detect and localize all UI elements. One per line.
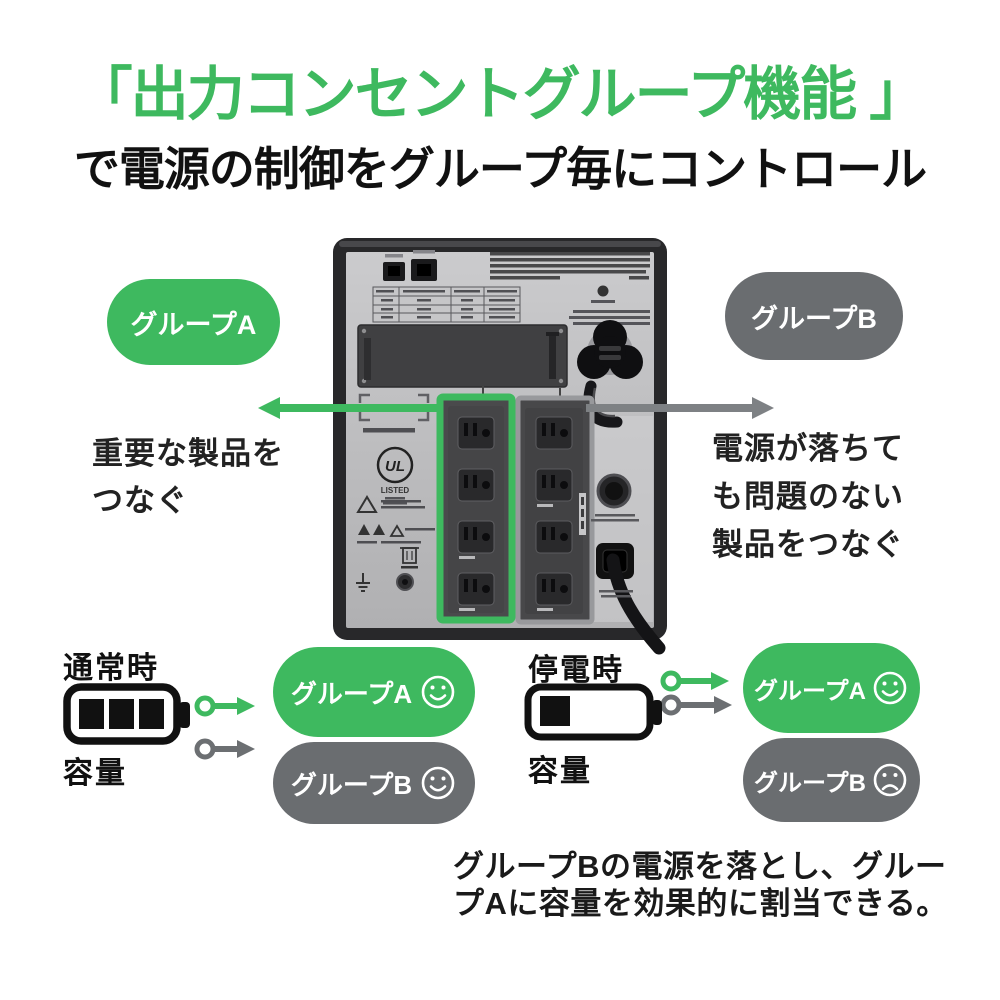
ul-mark-text: UL: [385, 458, 405, 475]
outage-green-connector: [660, 670, 729, 692]
expansion-slot-cover: [357, 324, 568, 388]
outlet-icon: [535, 520, 573, 554]
normal-group-b-pill: グループB: [273, 742, 475, 824]
outlet-group-b-highlight: [515, 388, 595, 625]
circuit-breaker-button: [591, 473, 639, 522]
inlet-label-text: [599, 590, 633, 593]
battery-low-icon: [524, 683, 662, 741]
normal-group-b-label: グループB: [290, 769, 413, 800]
normal-group-a-pill: グループA: [273, 647, 475, 737]
happy-face-icon: [873, 671, 907, 705]
panel-label-text: [363, 428, 415, 433]
warning-triangle-icon: [356, 495, 425, 513]
normal-capacity-label: 容量: [63, 757, 127, 790]
ul-listed-mark: UL LISTED: [376, 446, 414, 505]
outage-gray-connector: [660, 694, 732, 716]
ups-top-bezel: [339, 241, 661, 247]
usb-port: [383, 254, 405, 281]
lift-arrows-icon: [357, 524, 435, 544]
outlet-icon: [535, 572, 573, 611]
outage-group-a-pill: グループA: [743, 643, 920, 733]
outlet-icon: [457, 572, 495, 611]
battery-full-icon: [63, 683, 190, 745]
outlet-icon: [535, 416, 573, 450]
title-subtitle: で電源の制御をグループ毎にコントロール: [73, 142, 927, 195]
ul-listed-text: LISTED: [381, 486, 410, 495]
outage-group-a-label: グループA: [754, 677, 866, 705]
normal-group-a-label: グループA: [290, 678, 413, 709]
ground-symbol-icon: [356, 573, 370, 592]
title-main: 「出力コンセントグループ機能 」: [74, 62, 928, 127]
outlet-icon: [535, 468, 573, 507]
outage-group-b-pill: グループB: [743, 738, 920, 822]
outlet-group-a-highlight: [436, 386, 516, 624]
bracket-marks: [358, 393, 430, 422]
happy-face-icon: [421, 766, 455, 800]
fine-print-block: [490, 252, 650, 280]
explanation-note: グループBの電源を落とし、グルー プAに容量を効果的に割当できる。: [453, 849, 948, 921]
serial-port: [411, 250, 437, 281]
normal-to-group-b-connector: [194, 738, 255, 760]
group-b-badge: グループB: [725, 272, 903, 360]
outlet-icon: [457, 416, 495, 450]
cable-clip: [577, 320, 643, 379]
group-a-caption: 重要な製品を つなぐ: [92, 436, 284, 518]
spec-table: [372, 286, 521, 323]
sad-face-icon: [873, 763, 907, 797]
weee-bin-icon: [400, 547, 419, 569]
ups-rear-panel-illustration: UL LISTED: [333, 238, 667, 655]
brand-logo-mark: [591, 285, 615, 303]
outlet-icon: [457, 520, 495, 559]
outage-scenario-title: 停電時: [528, 654, 624, 687]
outage-group-b-label: グループB: [754, 769, 866, 797]
happy-face-icon: [421, 675, 455, 709]
group-b-caption: 電源が落ちて も問題のない 製品をつなぐ: [712, 431, 904, 562]
normal-to-group-a-connector: [194, 695, 255, 717]
outlet-icon: [457, 468, 495, 502]
group-b-badge-label: グループB: [751, 303, 877, 334]
header: 「出力コンセントグループ機能 」 で電源の制御をグループ毎にコントロール: [0, 62, 1000, 199]
group-a-badge: グループA: [107, 279, 280, 365]
normal-scenario-title: 通常時: [63, 652, 159, 685]
power-cable: [606, 553, 666, 655]
group-a-badge-label: グループA: [130, 309, 257, 340]
ground-screw: [396, 573, 414, 591]
outage-capacity-label: 容量: [528, 755, 592, 788]
